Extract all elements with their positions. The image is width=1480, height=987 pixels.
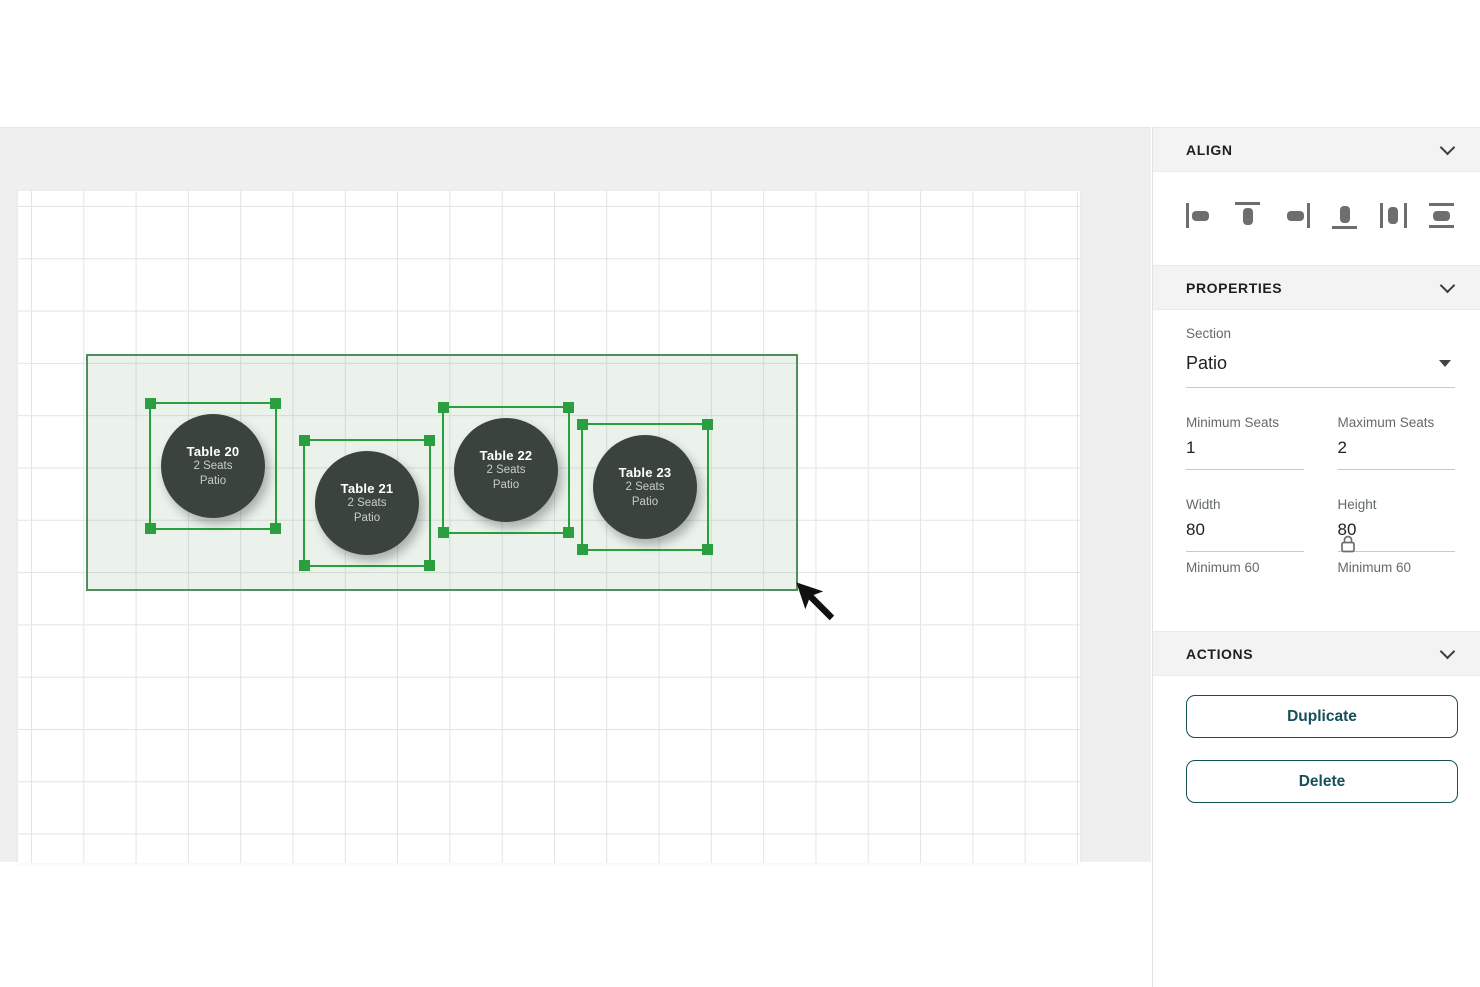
resize-handle[interactable] (424, 435, 435, 446)
floor-plan-canvas[interactable]: Table 20 2 Seats Patio Table 21 2 Seats … (18, 191, 1080, 863)
selection-box (577, 419, 713, 555)
resize-handle[interactable] (702, 544, 713, 555)
table-shape[interactable]: Table 22 2 Seats Patio (454, 418, 558, 522)
width-label: Width (1186, 497, 1221, 512)
height-input[interactable]: 80 (1337, 512, 1455, 552)
workspace: Table 20 2 Seats Patio Table 21 2 Seats … (0, 127, 1151, 863)
align-toolbar (1153, 172, 1480, 265)
table-label: Table 22 (479, 447, 533, 463)
selection-box (438, 402, 574, 538)
table-label: Table 21 (340, 480, 394, 496)
align-top-icon[interactable] (1234, 202, 1261, 229)
resize-handle[interactable] (702, 419, 713, 430)
height-label: Height (1337, 497, 1377, 512)
table-21[interactable]: Table 21 2 Seats Patio (299, 435, 435, 571)
delete-button[interactable]: Delete (1186, 760, 1458, 803)
table-22[interactable]: Table 22 2 Seats Patio (438, 402, 574, 538)
minimum-seats-label: Minimum Seats (1186, 415, 1280, 430)
section-select[interactable]: Patio (1186, 344, 1455, 388)
selection-box (299, 435, 435, 571)
table-shape[interactable]: Table 21 2 Seats Patio (315, 451, 419, 555)
table-section: Patio (631, 495, 659, 508)
table-section: Patio (199, 474, 227, 487)
resize-handle[interactable] (577, 544, 588, 555)
resize-handle[interactable] (299, 435, 310, 446)
table-23[interactable]: Table 23 2 Seats Patio (577, 419, 713, 555)
table-section: Patio (353, 511, 381, 524)
lock-aspect-ratio-icon[interactable] (1338, 534, 1358, 554)
selection-box (145, 398, 281, 534)
resize-handle[interactable] (577, 419, 588, 430)
resize-handle[interactable] (270, 523, 281, 534)
resize-handle[interactable] (438, 402, 449, 413)
table-section: Patio (492, 478, 520, 491)
table-shape[interactable]: Table 20 2 Seats Patio (161, 414, 265, 518)
resize-handle[interactable] (145, 398, 156, 409)
height-minimum-hint: Minimum 60 (1337, 560, 1412, 575)
minimum-seats-input[interactable]: 1 (1186, 430, 1304, 470)
align-section-title: ALIGN (1186, 141, 1233, 158)
width-input[interactable]: 80 (1186, 512, 1304, 552)
align-section-header[interactable]: ALIGN (1153, 127, 1480, 172)
resize-handle[interactable] (563, 402, 574, 413)
actions-panel: Duplicate Delete (1153, 676, 1480, 835)
duplicate-button[interactable]: Duplicate (1186, 695, 1458, 738)
table-label: Table 23 (618, 464, 672, 480)
resize-handle[interactable] (145, 523, 156, 534)
inspector-sidebar: ALIGN PROPERTIES (1152, 127, 1480, 987)
table-seats: 2 Seats (347, 496, 387, 509)
width-minimum-hint: Minimum 60 (1186, 560, 1260, 575)
maximum-seats-input[interactable]: 2 (1337, 430, 1455, 470)
properties-section-title: PROPERTIES (1186, 279, 1283, 296)
resize-handle[interactable] (563, 527, 574, 538)
align-center-horizontal-icon[interactable] (1379, 202, 1407, 229)
table-seats: 2 Seats (486, 463, 526, 476)
align-left-icon[interactable] (1186, 202, 1213, 229)
table-20[interactable]: Table 20 2 Seats Patio (145, 398, 281, 534)
resize-handle[interactable] (438, 527, 449, 538)
section-select-value: Patio (1186, 353, 1228, 373)
align-bottom-icon[interactable] (1331, 202, 1358, 229)
table-label: Table 20 (186, 443, 240, 459)
resize-handle[interactable] (424, 560, 435, 571)
section-field-label: Section (1186, 326, 1232, 341)
chevron-down-icon (1439, 139, 1456, 155)
table-seats: 2 Seats (625, 480, 665, 493)
actions-section-header[interactable]: ACTIONS (1153, 631, 1480, 676)
mouse-cursor-icon (796, 582, 835, 621)
table-seats: 2 Seats (193, 459, 233, 472)
properties-panel: Section Patio Minimum Seats 1 Maximum Se… (1153, 310, 1480, 605)
dropdown-caret-icon (1439, 360, 1451, 367)
chevron-down-icon (1439, 277, 1456, 293)
chevron-down-icon (1439, 643, 1456, 659)
resize-handle[interactable] (299, 560, 310, 571)
align-middle-vertical-icon[interactable] (1428, 202, 1455, 229)
maximum-seats-label: Maximum Seats (1337, 415, 1435, 430)
align-right-icon[interactable] (1283, 202, 1310, 229)
resize-handle[interactable] (270, 398, 281, 409)
properties-section-header[interactable]: PROPERTIES (1153, 265, 1480, 310)
actions-section-title: ACTIONS (1186, 645, 1254, 662)
table-shape[interactable]: Table 23 2 Seats Patio (593, 435, 697, 539)
